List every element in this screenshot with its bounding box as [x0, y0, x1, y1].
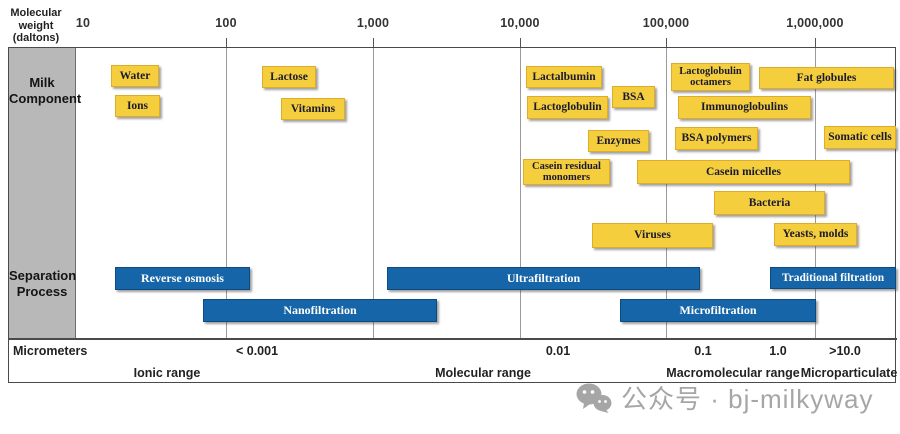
gridline-1000	[373, 48, 374, 338]
component-somatic-cells: Somatic cells	[824, 126, 896, 149]
component-lactoglobulin: Lactoglobulin	[527, 96, 608, 119]
watermark: 公众号 · bj-milkyway	[576, 379, 873, 416]
range-macromolecular: Macromolecular range	[666, 366, 800, 380]
gridline-100000	[666, 48, 667, 338]
mw-tick-1000: 1,000	[356, 16, 390, 30]
gridline-10000	[520, 48, 521, 338]
mw-tick-1000000: 1,000,000	[786, 16, 844, 30]
milk-component-label: Milk Component	[9, 75, 82, 107]
component-bsa-polymers: BSA polymers	[675, 127, 758, 150]
axis-tick-mark	[226, 38, 227, 47]
range-microparticulate: Microparticulate	[800, 366, 898, 380]
axis-divider-line	[8, 338, 897, 340]
component-casein-residual-monomers: Casein residual monomers	[523, 159, 610, 185]
molecular-weight-axis-label: Molecular weight (daltons)	[10, 7, 62, 45]
component-immunoglobulins: Immunoglobulins	[678, 96, 811, 119]
um-value-lt-0001: < 0.001	[235, 344, 279, 358]
row-header-column	[9, 48, 76, 338]
component-vitamins: Vitamins	[281, 98, 345, 120]
axis-tick-mark	[666, 38, 667, 47]
range-molecular: Molecular range	[435, 366, 531, 380]
component-viruses: Viruses	[592, 223, 713, 248]
axis-tick-mark	[373, 38, 374, 47]
process-reverse-osmosis: Reverse osmosis	[115, 267, 250, 290]
component-lactose: Lactose	[262, 66, 316, 88]
gridline-100	[226, 48, 227, 338]
process-microfiltration: Microfiltration	[620, 299, 816, 322]
micrometers-axis-label: Micrometers	[13, 344, 88, 358]
um-value-01: 0.1	[694, 344, 712, 358]
component-yeasts-molds: Yeasts, molds	[774, 223, 857, 246]
um-value-001: 0.01	[545, 344, 571, 358]
mw-tick-10: 10	[75, 16, 91, 30]
component-lactalbumin: Lactalbumin	[526, 66, 602, 88]
mw-tick-100: 100	[215, 16, 237, 30]
axis-tick-mark	[520, 38, 521, 47]
component-ions: Ions	[115, 95, 160, 117]
component-water: Water	[111, 65, 159, 87]
wechat-icon	[576, 382, 612, 414]
component-enzymes: Enzymes	[588, 130, 649, 152]
watermark-text: 公众号 · bj-milkyway	[621, 384, 874, 414]
component-bsa: BSA	[612, 86, 655, 108]
component-fat-globules: Fat globules	[759, 67, 894, 89]
component-lactoglobulin-octamers: Lactoglobulin octamers	[671, 63, 750, 91]
process-nanofiltration: Nanofiltration	[203, 299, 437, 322]
component-casein-micelles: Casein micelles	[637, 160, 850, 184]
mw-tick-10000: 10,000	[500, 16, 540, 30]
axis-tick-mark	[815, 38, 816, 47]
process-traditional-filtration: Traditional filtration	[770, 267, 896, 289]
mw-tick-100000: 100,000	[642, 16, 690, 30]
um-value-10: 1.0	[769, 344, 787, 358]
separation-process-label: Separation Process	[9, 268, 77, 300]
component-bacteria: Bacteria	[714, 191, 825, 215]
process-ultrafiltration: Ultrafiltration	[387, 267, 700, 290]
range-ionic: Ionic range	[133, 366, 201, 380]
um-value-gt-100: >10.0	[829, 344, 861, 358]
